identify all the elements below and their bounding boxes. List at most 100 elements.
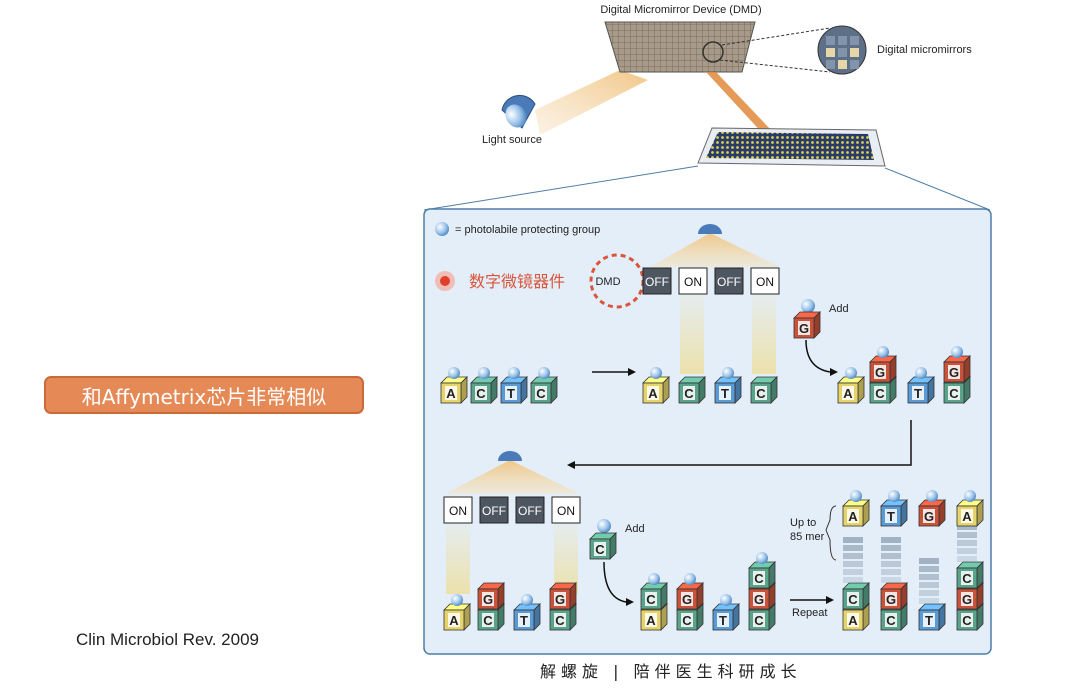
base-cube: A — [837, 376, 865, 404]
protecting-group-bead — [888, 490, 900, 502]
faded-layer — [919, 590, 939, 596]
base-letter: C — [756, 386, 766, 401]
base-cube: C — [750, 376, 778, 404]
base-letter: G — [682, 592, 692, 607]
step2-beam — [445, 460, 580, 494]
faded-layer — [843, 569, 863, 575]
step1-beam — [650, 233, 780, 267]
base-letter: C — [595, 542, 605, 557]
protecting-group-bead — [720, 594, 732, 606]
base-cube: T — [918, 603, 946, 631]
base-letter: A — [848, 509, 858, 524]
faded-layer — [957, 532, 977, 538]
mirror-off: OFF — [714, 267, 744, 295]
dmd-title: Digital Micromirror Device (DMD) — [600, 4, 761, 16]
base-cube: G — [477, 582, 505, 610]
mirror-off: OFF — [515, 496, 545, 524]
zoom-circle — [702, 41, 724, 63]
faded-layer — [919, 582, 939, 588]
faded-layer — [843, 577, 863, 583]
protecting-group-bead — [521, 594, 533, 606]
callout-label: 和Affymetrix芯片非常相似 — [44, 376, 364, 414]
faded-layer — [957, 524, 977, 530]
faded-layer — [881, 553, 901, 559]
base-cube: T — [500, 376, 528, 404]
mirror-on: ON — [551, 496, 581, 524]
add-label-1: Add — [829, 303, 849, 315]
base-letter: T — [507, 386, 515, 401]
protecting-group-bead — [650, 367, 662, 379]
base-letter: G — [555, 592, 565, 607]
mirror-label: ON — [557, 504, 575, 518]
mirror-label: OFF — [518, 504, 542, 518]
base-cube: G — [676, 582, 704, 610]
base-cube: C — [748, 561, 776, 589]
protecting-group-bead — [915, 367, 927, 379]
step2-lamp-icon — [498, 451, 522, 461]
base-cube: A — [443, 603, 471, 631]
base-letter: T — [914, 386, 922, 401]
faded-layer — [881, 537, 901, 543]
mirror-off: OFF — [642, 267, 672, 295]
protecting-group-bead — [845, 367, 857, 379]
dmd-box-label: DMD — [595, 276, 620, 288]
mirror-on: ON — [678, 267, 708, 295]
citation-text: Clin Microbiol Rev. 2009 — [76, 630, 259, 649]
faded-layer — [957, 540, 977, 546]
base-cube: G — [943, 355, 971, 383]
protecting-group-bead — [538, 367, 550, 379]
base-letter: T — [520, 613, 528, 628]
faded-layer — [881, 577, 901, 583]
mirror-label: ON — [449, 504, 467, 518]
base-letter: G — [886, 592, 896, 607]
light-source-icon — [501, 95, 536, 129]
base-cube: G — [869, 355, 897, 383]
base-letter: C — [886, 613, 896, 628]
base-letter: T — [887, 509, 895, 524]
protecting-group-bead — [722, 367, 734, 379]
base-letter: C — [684, 386, 694, 401]
faded-layer — [919, 574, 939, 580]
base-cube: T — [907, 376, 935, 404]
base-letter: C — [682, 613, 692, 628]
base-letter: C — [536, 386, 546, 401]
base-letter: C — [754, 613, 764, 628]
mirror-on: ON — [443, 496, 473, 524]
base-letter: A — [848, 613, 858, 628]
repeat-label: Repeat — [792, 607, 827, 619]
base-letter: G — [924, 509, 934, 524]
base-cube: A — [642, 376, 670, 404]
add-c-cube: C — [589, 532, 617, 560]
base-cube: T — [513, 603, 541, 631]
faded-layer — [881, 545, 901, 551]
legend-text: = photolabile protecting group — [455, 224, 600, 236]
protecting-group-bead — [451, 594, 463, 606]
base-letter: G — [962, 592, 972, 607]
faded-layer — [919, 558, 939, 564]
add-base-g: G — [793, 311, 821, 339]
protecting-group-bead — [448, 367, 460, 379]
base-cube: T — [714, 376, 742, 404]
mirror-label: ON — [756, 275, 774, 289]
protecting-group-bead — [926, 490, 938, 502]
base-letter: C — [962, 613, 972, 628]
base-letter: C — [962, 571, 972, 586]
base-cube: A — [842, 499, 870, 527]
base-cube: C — [678, 376, 706, 404]
faded-layer — [843, 537, 863, 543]
base-cube: C — [470, 376, 498, 404]
base-letter: C — [646, 592, 656, 607]
base-cube: C — [676, 603, 704, 631]
bead-legend-icon — [435, 222, 449, 236]
protecting-group-bead — [684, 573, 696, 585]
base-letter: G — [949, 365, 959, 380]
base-cube: C — [640, 582, 668, 610]
base-letter: A — [843, 386, 853, 401]
base-letter: A — [962, 509, 972, 524]
base-letter: G — [875, 365, 885, 380]
light-source-label: Light source — [482, 134, 542, 146]
base-cube: G — [918, 499, 946, 527]
base-letter: T — [721, 386, 729, 401]
faded-layer — [919, 598, 939, 604]
